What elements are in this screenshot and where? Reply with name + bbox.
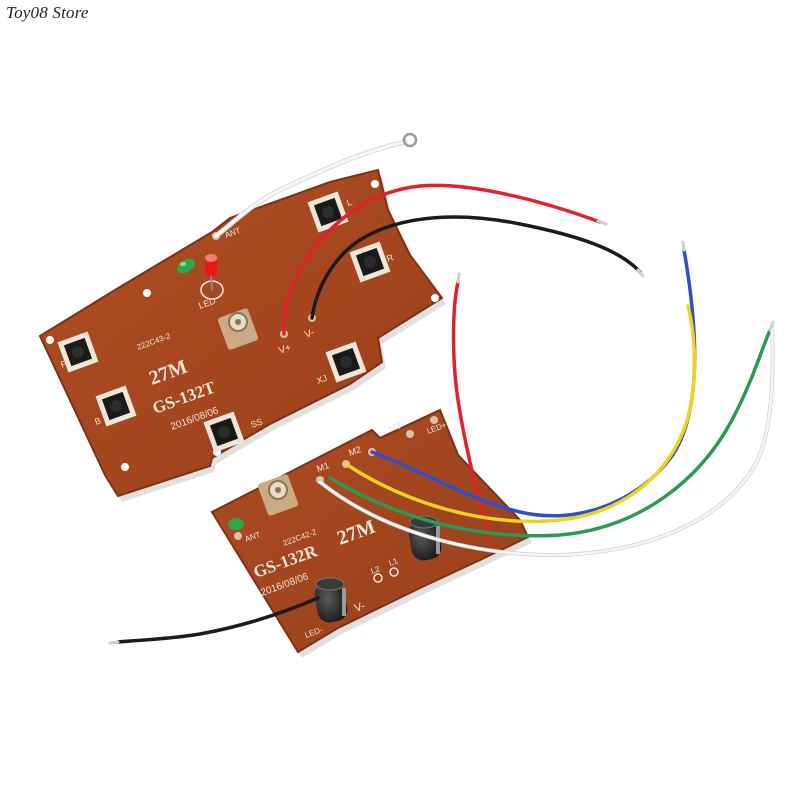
mount-hole [46,336,54,344]
receiver-label-l1: L1 [388,556,400,568]
mount-hole [143,289,151,297]
label-r: R [385,252,395,264]
button-r [349,241,391,283]
label-vminus: V- [303,327,316,341]
receiver-label-vminus: V- [353,600,367,615]
label-xj: XJ [315,373,328,386]
red-wire-receiver [451,280,492,542]
button-xj [325,341,367,383]
capacitor-2 [314,577,348,623]
transmitter-board: 27M GS-132T 2016/08/06 222C43-2 F B SS X… [38,168,446,502]
mount-hole [121,463,129,471]
label-l: L [345,197,353,208]
ring-terminal [402,132,418,148]
green-wire [328,328,772,538]
button-f [57,331,99,373]
label-f: F [59,358,68,369]
store-watermark: Toy08 Store [6,3,89,22]
transmitter-inductor [176,258,196,274]
label-b: B [93,415,102,426]
black-antenna-wire [116,596,320,644]
receiver-pcb [210,408,530,654]
red-wire-transmitter [282,183,602,336]
mount-hole [431,294,439,302]
yellow-wire [344,304,697,524]
receiver-label-m3: M3 [387,420,402,434]
receiver-crystal [257,474,299,516]
receiver-label-m1: M1 [315,460,330,474]
button-ss [203,411,245,453]
black-wire-transmitter [310,215,642,320]
transmitter-led [200,254,224,300]
receiver-label-m2: M2 [347,444,362,458]
crystal-oscillator [217,308,259,350]
label-vplus: V+ [277,342,293,357]
receiver-label-l2: L2 [370,564,382,576]
receiver-board: 27M GS-132R 2016/08/06 222C42-2 ANT M1 M… [210,408,532,658]
receiver-inductor [228,518,244,540]
wires [108,132,775,645]
mount-hole [371,180,379,188]
label-ss: SS [249,416,264,430]
button-b [95,385,137,427]
